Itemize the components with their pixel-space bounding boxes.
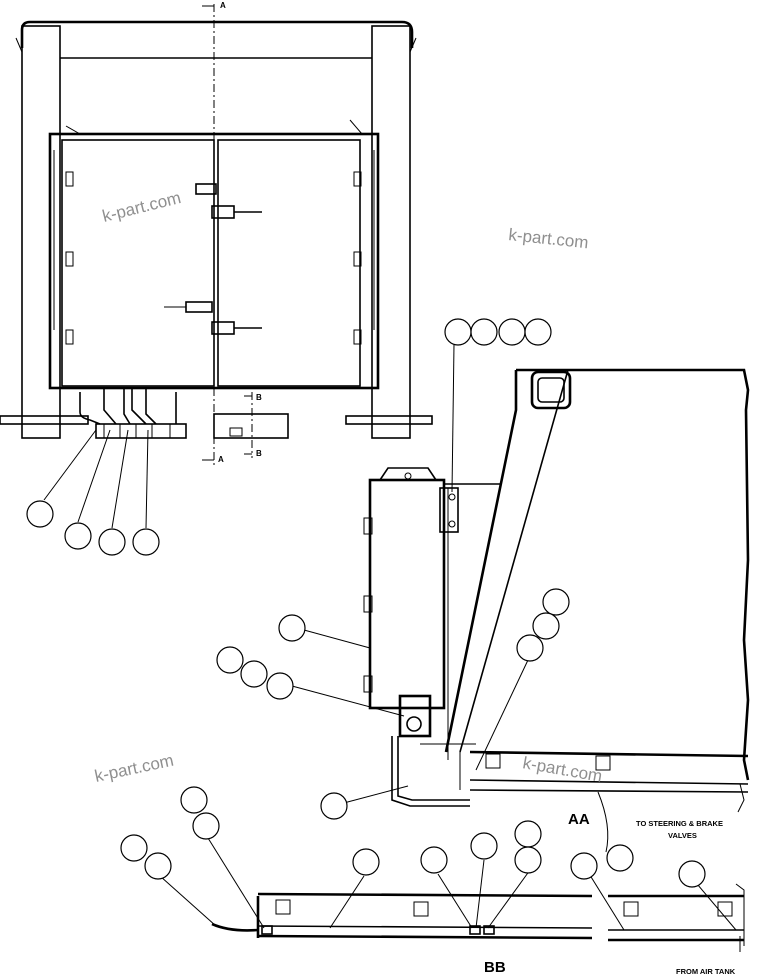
callout-bubble xyxy=(470,832,498,860)
steering-note-line1: TO STEERING & BRAKE xyxy=(636,819,723,828)
callout-bubble xyxy=(192,812,220,840)
cut-mark-b-bottom: B xyxy=(256,449,262,458)
section-bb-label: BB xyxy=(484,959,506,976)
callout-bubble xyxy=(470,318,498,346)
callout-bubble xyxy=(514,846,542,874)
callout-bubble xyxy=(516,634,544,662)
watermark: k-part.com xyxy=(100,188,183,226)
callout-bubble xyxy=(98,528,126,556)
front-view-leaders xyxy=(43,429,149,529)
callout-bubble xyxy=(420,846,448,874)
front-view xyxy=(0,4,433,466)
callout-bubble xyxy=(240,660,268,688)
callout-bubble xyxy=(278,614,306,642)
callout-bubble xyxy=(444,318,472,346)
callout-bubbles xyxy=(26,318,706,888)
callout-bubble xyxy=(542,588,570,616)
watermark: k-part.com xyxy=(508,225,590,252)
callout-bubble xyxy=(498,318,526,346)
cut-mark-a-bottom: A xyxy=(218,455,224,464)
callout-bubble xyxy=(266,672,294,700)
callout-bubble xyxy=(352,848,380,876)
cut-mark-a-top: A xyxy=(220,1,226,10)
callout-bubble xyxy=(26,500,54,528)
callout-bubble xyxy=(144,852,172,880)
section-bb-leaders xyxy=(159,837,737,931)
callout-bubble xyxy=(678,860,706,888)
section-aa-leaders xyxy=(291,343,609,853)
callout-bubble xyxy=(514,820,542,848)
steering-note-line2: VALVES xyxy=(668,831,697,840)
callout-bubble xyxy=(64,522,92,550)
callout-bubble xyxy=(180,786,208,814)
cut-mark-b-top: B xyxy=(256,393,262,402)
callout-bubble xyxy=(120,834,148,862)
callout-bubble xyxy=(570,852,598,880)
callout-bubble xyxy=(606,844,634,872)
section-bb-view xyxy=(211,883,745,952)
callout-bubble xyxy=(320,792,348,820)
air-tank-note: FROM AIR TANK xyxy=(676,967,736,976)
section-aa-label: AA xyxy=(568,811,590,828)
section-aa-view xyxy=(363,368,750,813)
callout-bubble xyxy=(532,612,560,640)
callout-bubble xyxy=(216,646,244,674)
watermark: k-part.com xyxy=(93,751,175,786)
callout-bubble xyxy=(524,318,552,346)
callout-bubble xyxy=(132,528,160,556)
